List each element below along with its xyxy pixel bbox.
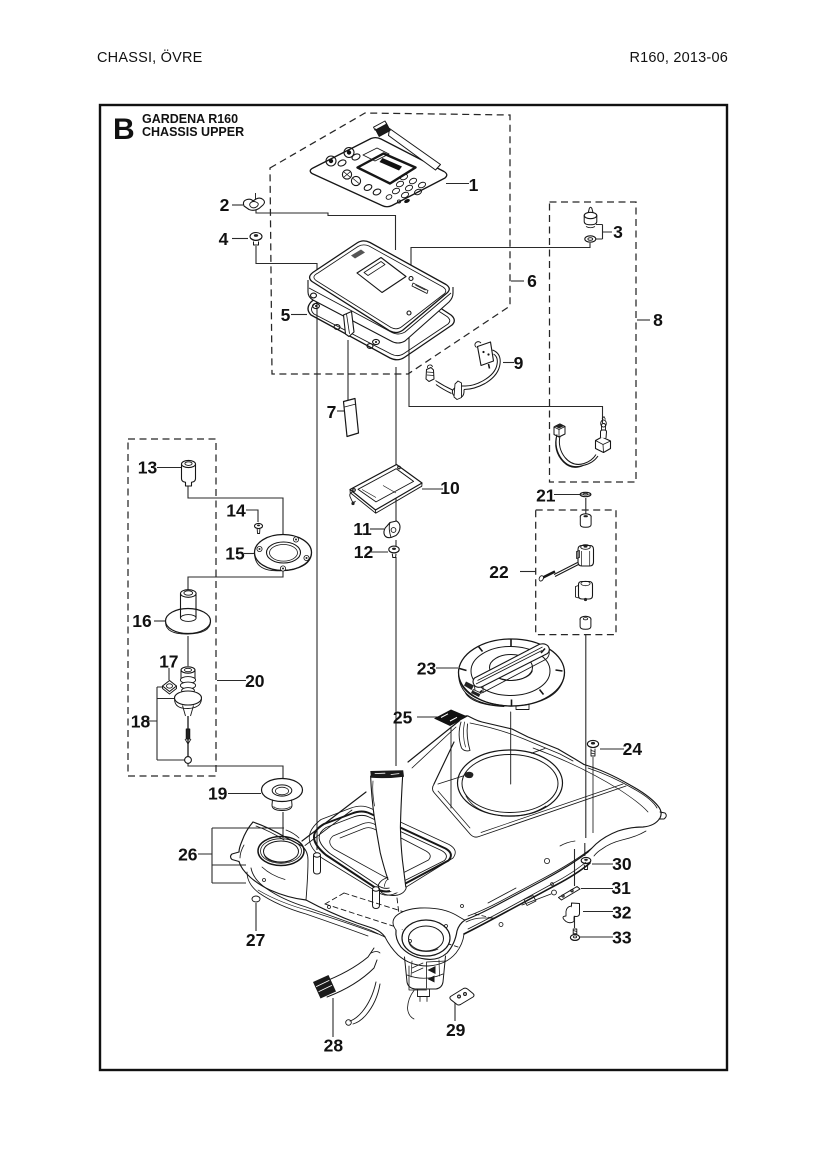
svg-text:9: 9: [514, 353, 524, 373]
svg-text:15: 15: [225, 544, 245, 564]
svg-text:10: 10: [440, 478, 460, 498]
svg-text:5: 5: [281, 305, 291, 325]
svg-text:6: 6: [527, 271, 537, 291]
svg-text:CHASSI, ÖVRE: CHASSI, ÖVRE: [97, 48, 203, 66]
svg-text:16: 16: [132, 611, 152, 631]
svg-text:23: 23: [417, 659, 437, 679]
svg-text:11: 11: [353, 519, 372, 539]
svg-text:B: B: [113, 113, 135, 146]
svg-text:4: 4: [219, 229, 229, 249]
svg-text:28: 28: [324, 1036, 344, 1056]
svg-text:21: 21: [536, 486, 556, 506]
svg-text:2: 2: [220, 195, 230, 215]
svg-text:R160, 2013-06: R160, 2013-06: [629, 50, 728, 66]
svg-text:33: 33: [612, 928, 632, 948]
svg-text:18: 18: [131, 712, 151, 732]
svg-text:20: 20: [245, 671, 265, 691]
svg-text:19: 19: [208, 784, 228, 804]
svg-text:31: 31: [611, 878, 631, 898]
svg-text:1: 1: [469, 175, 479, 195]
svg-text:25: 25: [393, 708, 413, 728]
svg-text:3: 3: [613, 222, 623, 242]
svg-text:32: 32: [612, 903, 632, 923]
svg-text:14: 14: [226, 501, 246, 521]
svg-text:17: 17: [159, 652, 178, 672]
svg-text:22: 22: [489, 562, 509, 582]
svg-text:CHASSIS UPPER: CHASSIS UPPER: [142, 125, 244, 139]
svg-text:GARDENA R160: GARDENA R160: [142, 112, 238, 126]
svg-text:27: 27: [246, 930, 265, 950]
svg-text:29: 29: [446, 1020, 466, 1040]
svg-text:26: 26: [178, 845, 198, 865]
svg-text:7: 7: [327, 402, 337, 422]
svg-text:8: 8: [653, 310, 663, 330]
svg-text:12: 12: [354, 542, 374, 562]
svg-text:30: 30: [612, 854, 632, 874]
svg-text:13: 13: [138, 458, 158, 478]
svg-text:24: 24: [623, 739, 643, 759]
